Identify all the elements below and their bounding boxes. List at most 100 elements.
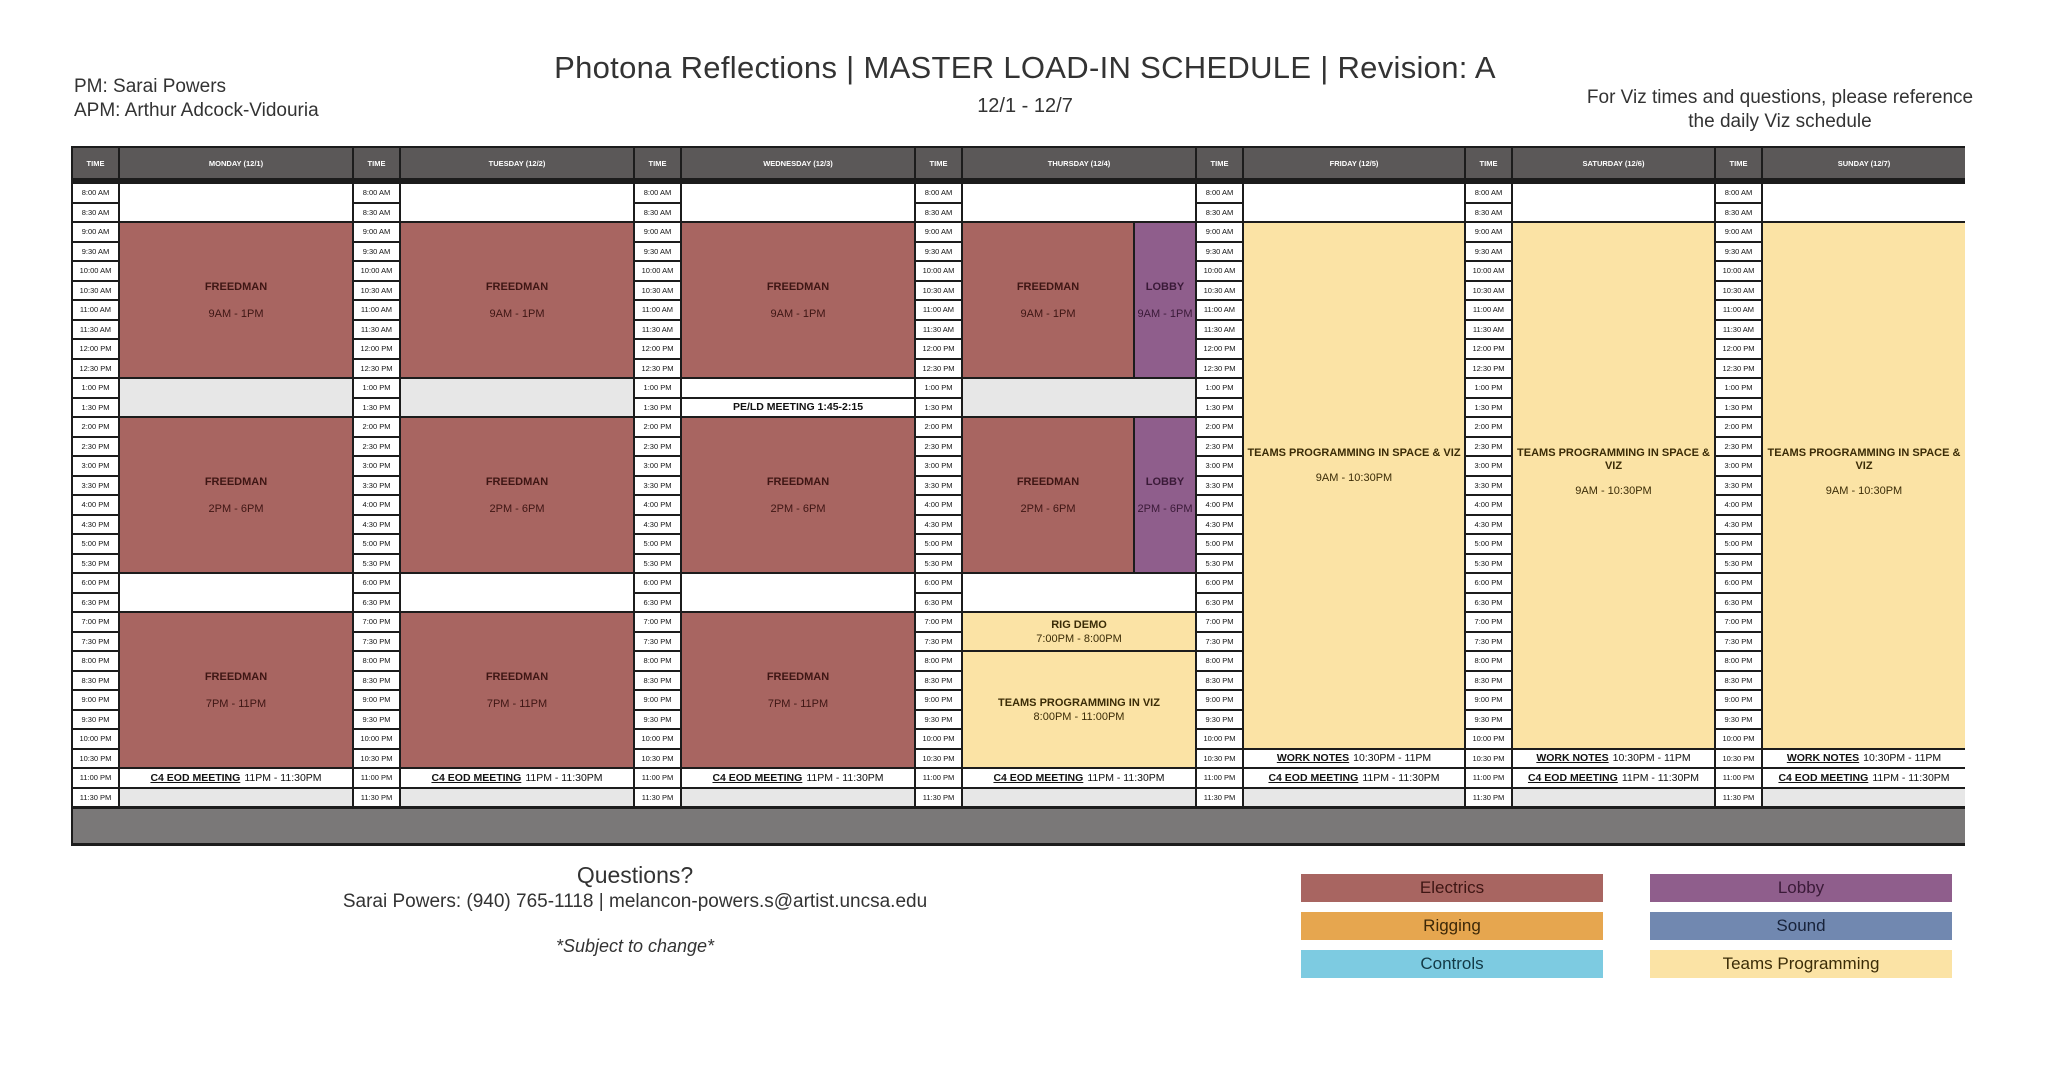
time-cell: 10:00 AM — [73, 262, 118, 280]
time-cell: 9:00 AM — [1197, 223, 1242, 241]
event-name: FREEDMAN — [1016, 475, 1080, 488]
legend-item-controls: Controls — [1301, 950, 1603, 978]
time-cell: 4:30 PM — [1466, 515, 1511, 533]
time-cell: 8:00 AM — [916, 184, 961, 202]
disclaimer: *Subject to change* — [555, 936, 715, 956]
time-cell: 8:00 AM — [73, 184, 118, 202]
event-time: 10:30PM - 11PM — [1863, 752, 1942, 765]
time-cell: 9:30 PM — [73, 710, 118, 728]
time-cell: 2:30 PM — [354, 437, 399, 455]
time-cell: 3:30 PM — [1466, 476, 1511, 494]
empty-slot — [120, 574, 352, 611]
time-cell: 11:00 PM — [1716, 769, 1761, 787]
event-name: FREEDMAN — [204, 670, 268, 683]
time-cell: 11:00 AM — [73, 301, 118, 319]
time-cell: 10:30 AM — [916, 281, 961, 299]
event-name: C4 EOD MEETING — [1527, 771, 1618, 784]
empty-slot — [682, 184, 914, 221]
time-cell: 8:00 PM — [354, 652, 399, 670]
time-cell: 10:30 PM — [73, 749, 118, 767]
time-cell: 12:30 PM — [73, 359, 118, 377]
questions-heading: Questions? — [576, 862, 694, 888]
time-cell: 7:30 PM — [73, 632, 118, 650]
event-name: FREEDMAN — [1016, 280, 1080, 293]
time-cell: 12:30 PM — [1197, 359, 1242, 377]
event-time: 2PM - 6PM — [1020, 502, 1076, 515]
event-time: 9AM - 10:30PM — [1575, 485, 1652, 497]
time-cell: 2:30 PM — [73, 437, 118, 455]
time-cell: 10:00 PM — [1466, 730, 1511, 748]
time-cell: 6:30 PM — [1466, 593, 1511, 611]
time-cell: 9:30 AM — [635, 242, 680, 260]
time-cell: 3:00 PM — [635, 457, 680, 475]
lunch-break — [963, 379, 1195, 416]
time-cell: 6:30 PM — [1716, 593, 1761, 611]
event-name: C4 EOD MEETING — [1778, 771, 1869, 784]
time-cell: 6:00 PM — [1466, 574, 1511, 592]
time-cell: 2:30 PM — [1197, 437, 1242, 455]
event-name: C4 EOD MEETING — [993, 771, 1084, 784]
time-cell: 2:00 PM — [1197, 418, 1242, 436]
time-cell: 9:30 AM — [354, 242, 399, 260]
time-cell: 5:00 PM — [916, 535, 961, 553]
empty-slot — [120, 184, 352, 221]
day-header: TUESDAY (12/2) — [401, 148, 633, 178]
time-cell: 9:00 AM — [354, 223, 399, 241]
time-cell: 9:00 AM — [916, 223, 961, 241]
legend-label: Teams Programming — [1722, 954, 1880, 973]
event-time: 9AM - 10:30PM — [1315, 472, 1393, 484]
time-cell: 3:30 PM — [1716, 476, 1761, 494]
time-cell: 5:00 PM — [1466, 535, 1511, 553]
time-cell: 3:00 PM — [1466, 457, 1511, 475]
time-cell: 10:30 PM — [1716, 749, 1761, 767]
time-cell: 10:00 AM — [1197, 262, 1242, 280]
time-cell: 8:00 AM — [1197, 184, 1242, 202]
time-cell: 8:30 AM — [1197, 203, 1242, 221]
grid-footer — [73, 809, 1965, 843]
day-header: THURSDAY (12/4) — [963, 148, 1195, 178]
time-cell: 5:30 PM — [635, 554, 680, 572]
day-header: WEDNESDAY (12/3) — [682, 148, 914, 178]
apm-name: APM: Arthur Adcock-Vidouria — [74, 100, 319, 121]
time-cell: 7:30 PM — [1466, 632, 1511, 650]
time-cell: 10:00 PM — [1197, 730, 1242, 748]
time-cell: 10:30 AM — [1716, 281, 1761, 299]
time-cell: 8:00 AM — [1466, 184, 1511, 202]
time-cell: 2:00 PM — [916, 418, 961, 436]
event-time: 11PM - 11:30PM — [806, 771, 884, 784]
event-name: FREEDMAN — [485, 475, 549, 488]
event-time: 9AM - 1PM — [770, 307, 826, 320]
time-cell: 8:00 AM — [354, 184, 399, 202]
time-cell: 11:30 PM — [635, 788, 680, 806]
time-cell: 8:30 PM — [73, 671, 118, 689]
time-cell: 1:00 PM — [1716, 379, 1761, 397]
time-cell: 10:30 AM — [73, 281, 118, 299]
event-name: C4 EOD MEETING — [431, 771, 522, 784]
time-column-header: TIME — [1466, 148, 1511, 178]
event-block: FREEDMAN 2PM - 6PM — [963, 418, 1133, 572]
time-cell: 5:00 PM — [73, 535, 118, 553]
event-name: TEAMS PROGRAMMING IN SPACE & VIZ — [1247, 447, 1461, 459]
time-cell: 11:30 AM — [1466, 320, 1511, 338]
time-cell: 7:00 PM — [354, 613, 399, 631]
header-label: TIME — [929, 158, 948, 168]
event-time: 7:00PM - 8:00PM — [1036, 632, 1122, 645]
time-cell: 9:30 AM — [916, 242, 961, 260]
time-cell: 6:30 PM — [635, 593, 680, 611]
day-label: SATURDAY (12/6) — [1582, 158, 1645, 168]
time-cell: 6:30 PM — [916, 593, 961, 611]
empty-slot — [682, 574, 914, 611]
time-cell: 10:00 PM — [1716, 730, 1761, 748]
event-time: 11PM - 11:30PM — [1362, 771, 1440, 784]
event-time: 11PM - 11:30PM — [244, 771, 322, 784]
time-cell: 12:00 PM — [916, 340, 961, 358]
time-cell: 11:00 PM — [73, 769, 118, 787]
header-label: TIME — [86, 158, 105, 168]
time-cell: 8:30 PM — [635, 671, 680, 689]
time-cell: 4:30 PM — [916, 515, 961, 533]
time-cell: 11:00 PM — [354, 769, 399, 787]
